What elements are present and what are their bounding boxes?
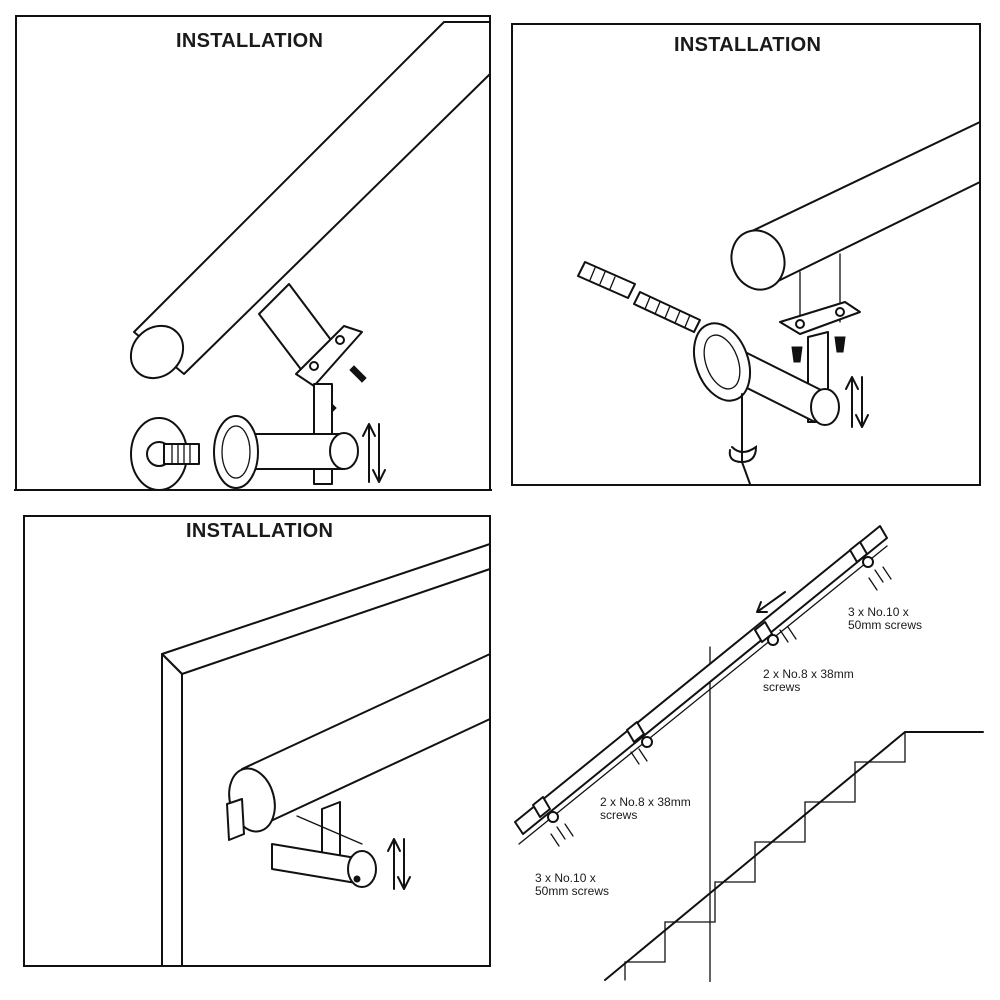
bracket-bottom [532, 796, 559, 823]
saddle-plate [295, 325, 363, 387]
handrail-tube [514, 525, 888, 835]
panel-bottom-right: 3 x No.10 x 50mm screws 2 x No.8 x 38mm … [505, 512, 987, 982]
handrail-end-cap [730, 229, 786, 291]
saddle-hole [309, 361, 319, 371]
arrow-up-icon [845, 376, 859, 428]
grub-screw-icon [353, 875, 361, 883]
arrow-down-left-icon [756, 591, 786, 613]
bracket-top [849, 541, 874, 568]
wall-fixing-illustration [511, 23, 981, 486]
arrow-up-icon [362, 423, 376, 483]
bracket-upper-mid [754, 621, 779, 646]
screw-icon [791, 346, 803, 363]
end-fitting [226, 798, 245, 841]
saddle-hole [835, 307, 845, 317]
label-top-end: 3 x No.10 x 50mm screws [848, 605, 923, 632]
panel-bottom-left: INSTALLATION [22, 514, 492, 968]
panel-title: INSTALLATION [176, 30, 324, 52]
panel-title: INSTALLATION [186, 520, 334, 542]
bracket-lower-mid [626, 721, 653, 748]
arm-end [347, 850, 377, 888]
label-bottom-end: 3 x No.10 x 50mm screws [535, 871, 610, 898]
wall-rose [213, 415, 259, 489]
panel-border [23, 515, 491, 967]
rail-end-illustration [23, 515, 491, 967]
arm-end [329, 432, 359, 470]
label-lower-mid: 2 x No.8 x 38mm screws [600, 795, 691, 822]
arm-end [810, 388, 840, 426]
handrail-end-cap [129, 324, 185, 380]
arrow-down-icon [372, 423, 386, 483]
saddle-hole [335, 335, 345, 345]
arrow-down-icon [397, 838, 411, 890]
handrail-tube [241, 653, 491, 827]
screw-marks [868, 566, 892, 591]
rotate-icon [728, 445, 758, 464]
staircase-layout-illustration [514, 525, 984, 982]
arrow-down-icon [855, 376, 869, 428]
arrow-up-icon [387, 838, 401, 890]
stair-steps [624, 731, 906, 981]
threaded-bolt [163, 443, 200, 465]
wall-top-edge [161, 543, 491, 675]
panel-border [511, 23, 981, 486]
panel-top-left: INSTALLATION [14, 14, 492, 492]
wall-side-edge [161, 653, 183, 967]
stair-stringer [604, 731, 984, 981]
screw-marks [779, 626, 797, 643]
screw-icon [349, 365, 367, 383]
wall-rose [692, 322, 752, 402]
panel-top-right: INSTALLATION [510, 22, 982, 487]
panel-title: INSTALLATION [674, 34, 822, 56]
handrail-bracket-illustration [14, 15, 492, 491]
label-upper-mid: 2 x No.8 x 38mm screws [763, 667, 854, 694]
screw-marks [550, 823, 574, 847]
saddle-plate [779, 301, 861, 335]
saddle-hole [795, 319, 805, 329]
wall-plug [577, 261, 636, 299]
screw-icon [834, 336, 846, 353]
screw-marks [630, 748, 648, 765]
